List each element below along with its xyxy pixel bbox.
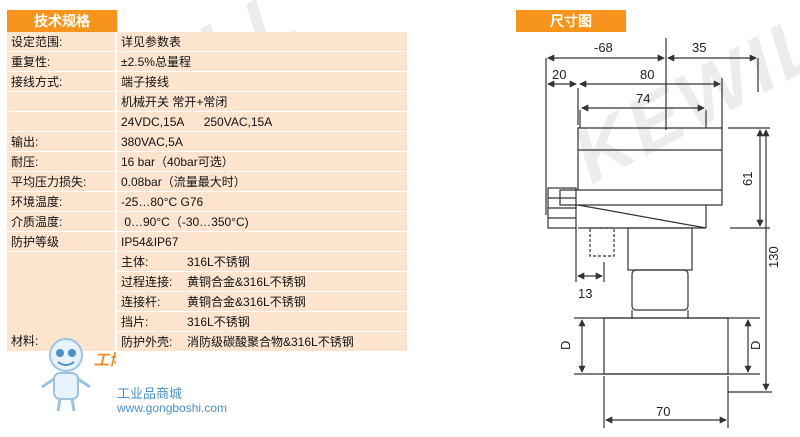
row-label: 输出:	[7, 131, 117, 152]
material-key: 防护外壳:	[121, 335, 173, 349]
dim-70: 70	[656, 404, 670, 419]
table-row: 接线方式:端子接线	[7, 71, 407, 92]
row-value: 0.08bar（流量最大时）	[116, 171, 407, 192]
row-value: ±2.5%总量程	[116, 51, 407, 72]
dim-80: 80	[640, 67, 654, 82]
row-value: 24VDC,15A 250VAC,15A	[116, 111, 407, 132]
material-value: 黄铜合金&316L不锈钢	[187, 295, 306, 309]
stem	[631, 269, 689, 311]
table-row: 耐压:16 bar（40bar可选）	[7, 151, 407, 172]
row-label: 耐压:	[7, 151, 117, 172]
dim-d-left: D	[558, 341, 573, 350]
row-label: 重复性:	[7, 51, 117, 72]
table-row: 平均压力损失:0.08bar（流量最大时）	[7, 171, 407, 192]
table-row: 输出:380VAC,5A	[7, 131, 407, 152]
dim-13: 13	[578, 286, 592, 301]
row-value: -25…80°C G76	[116, 191, 407, 212]
row-label: 防护等级	[7, 231, 117, 252]
spec-table: 设定范围:详见参数表 重复性:±2.5%总量程 接线方式:端子接线 机械开关 常…	[7, 32, 407, 352]
dim-61: 61	[740, 172, 755, 186]
table-row: 防护外壳: 消防级碳酸聚合物&316L不锈钢	[7, 331, 407, 352]
mascot-logo: 工博士	[41, 338, 116, 412]
table-row: 材料: 主体: 316L不锈钢	[7, 251, 407, 352]
material-label: 材料:	[7, 251, 117, 352]
housing-outline	[559, 127, 723, 206]
row-value: 端子接线	[116, 71, 407, 92]
material-value: 黄铜合金&316L不锈钢	[187, 275, 306, 289]
brand-name: 工业品商城	[117, 386, 183, 401]
material-row: 挡片: 316L不锈钢	[116, 311, 407, 332]
material-value: 316L不锈钢	[187, 255, 250, 269]
row-label: 设定范围:	[7, 32, 117, 52]
material-value: 消防级碳酸聚合物&316L不锈钢	[187, 335, 354, 349]
dim-74: 74	[636, 91, 650, 106]
spec-header: 技术规格	[7, 10, 117, 32]
material-row: 主体: 316L不锈钢	[116, 251, 407, 272]
row-label: 平均压力损失:	[7, 171, 117, 192]
row-value: 0…90°C（-30…350°C)	[116, 211, 407, 232]
material-key: 过程连接:	[121, 275, 173, 289]
table-row: 机械开关 常开+常闭	[7, 91, 407, 112]
material-key: 挡片:	[121, 315, 149, 329]
material-value: 316L不锈钢	[187, 315, 250, 329]
table-row: 环境温度:-25…80°C G76	[7, 191, 407, 212]
material-key: 主体:	[121, 255, 149, 269]
dim-35: 35	[692, 40, 706, 55]
dimension-header: 尺寸图	[516, 10, 626, 32]
material-row: 过程连接: 黄铜合金&316L不锈钢	[116, 271, 407, 292]
row-label	[7, 91, 117, 112]
row-label: 环境温度:	[7, 191, 117, 212]
table-row: 设定范围:详见参数表	[7, 32, 407, 52]
mascot-text: 工博士	[94, 352, 116, 369]
table-row: 连接杆: 黄铜合金&316L不锈钢	[7, 291, 407, 312]
material-row: 连接杆: 黄铜合金&316L不锈钢	[116, 291, 407, 312]
housing-line	[577, 204, 707, 229]
material-key: 连接杆:	[121, 295, 161, 309]
process-connection	[627, 227, 693, 271]
material-row: 防护外壳: 消防级碳酸聚合物&316L不锈钢	[116, 331, 407, 352]
row-value: 380VAC,5A	[116, 131, 407, 152]
dim-130: 130	[766, 246, 781, 268]
row-value: IP54&IP67	[116, 231, 407, 252]
row-label	[7, 111, 117, 132]
table-row: 过程连接: 黄铜合金&316L不锈钢	[7, 271, 407, 292]
brand-url: www.gongboshi.com	[117, 401, 228, 415]
pipe-body	[603, 317, 729, 375]
row-value: 机械开关 常开+常闭	[116, 91, 407, 112]
row-value: 详见参数表	[116, 32, 407, 52]
row-value: 16 bar（40bar可选）	[116, 151, 407, 172]
table-row: 重复性:±2.5%总量程	[7, 51, 407, 72]
row-label: 接线方式:	[7, 71, 117, 92]
dim-20: 20	[552, 67, 566, 82]
dim-68: -68	[594, 40, 613, 55]
table-row: 24VDC,15A 250VAC,15A	[7, 111, 407, 132]
bolt-detail	[589, 227, 615, 257]
dim-d-right: D	[748, 341, 763, 350]
table-row: 挡片: 316L不锈钢	[7, 311, 407, 332]
table-row: 介质温度: 0…90°C（-30…350°C)	[7, 211, 407, 232]
row-label: 介质温度:	[7, 211, 117, 232]
